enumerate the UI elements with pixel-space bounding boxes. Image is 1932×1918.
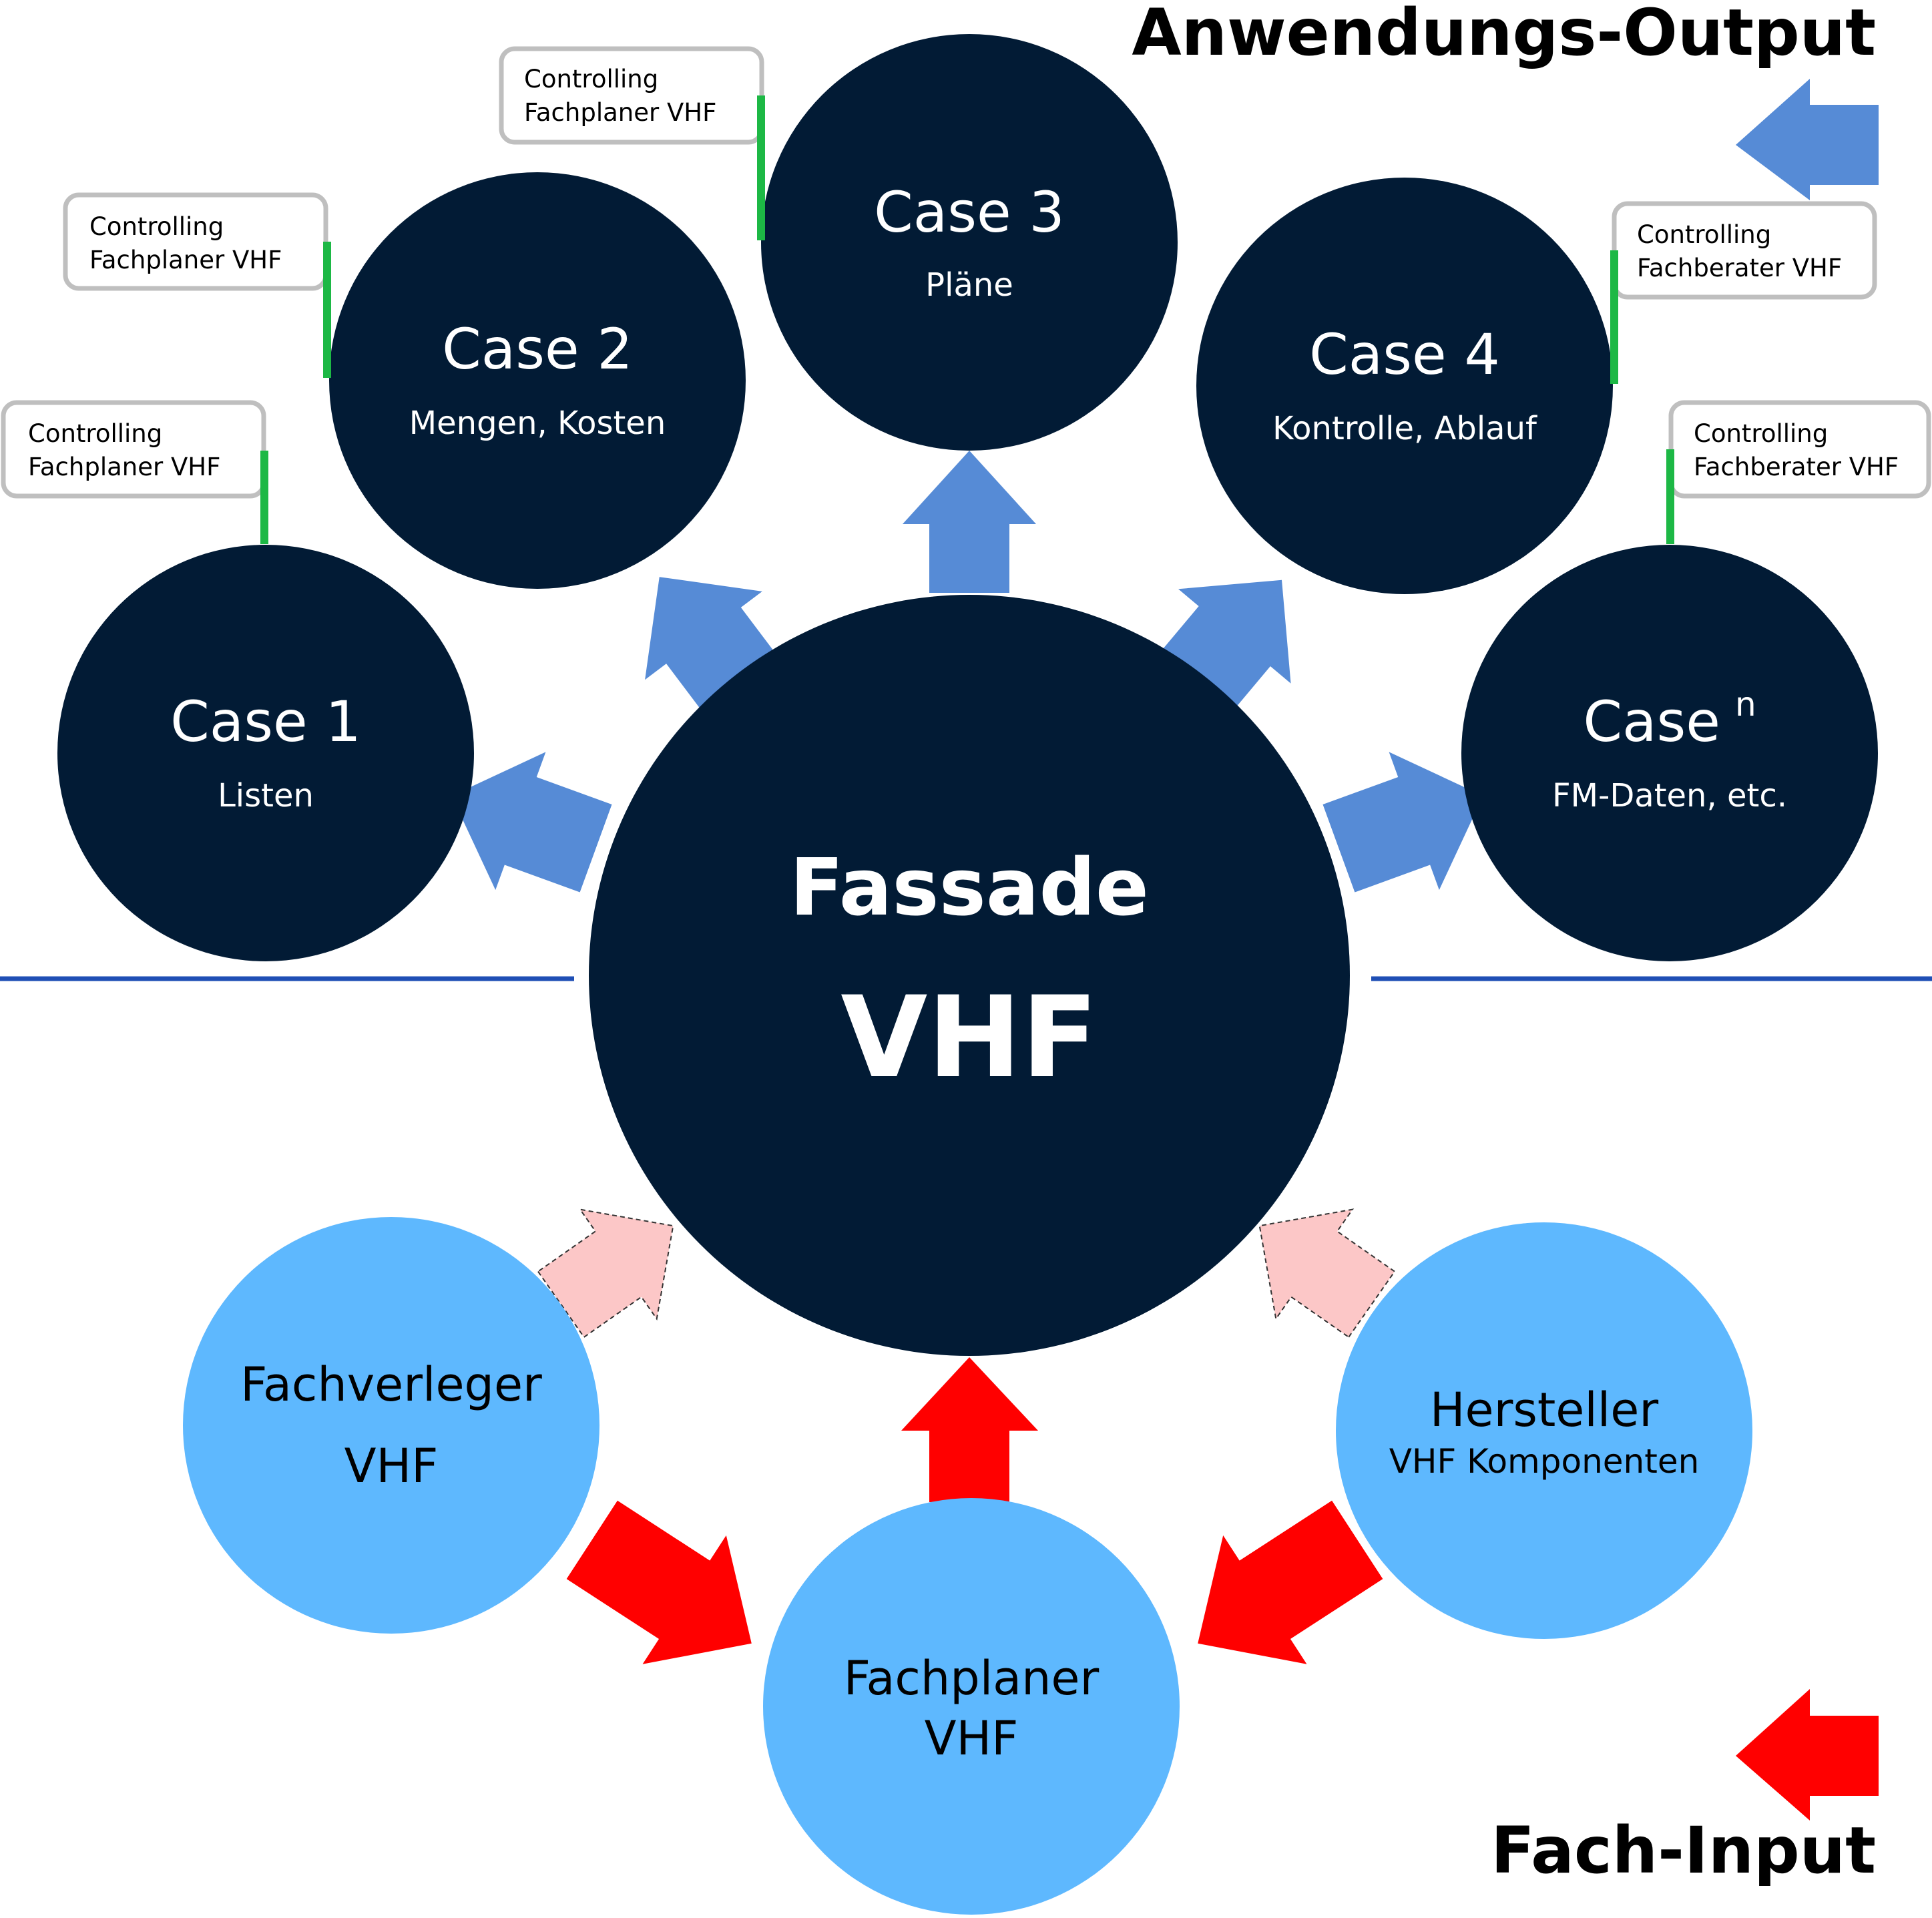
control-boxes: [1, 46, 1931, 499]
pending-arrow-right: [1258, 1208, 1396, 1339]
case3-subtitle: Pläne: [925, 266, 1013, 304]
fachplaner-line2: VHF: [925, 1711, 1019, 1766]
legend-output-arrow: [1736, 79, 1879, 200]
casen-subtitle: FM-Daten, etc.: [1552, 777, 1787, 814]
case2-title: Case 2: [442, 316, 633, 382]
case4-circle: [1196, 178, 1613, 594]
fachverleger-line2: VHF: [344, 1439, 439, 1493]
output-arrows: [451, 451, 1483, 893]
control-casen-line1: Controlling: [1694, 419, 1828, 448]
output-arrow-casen: [1322, 752, 1483, 893]
control-case1-line1: Controlling: [28, 419, 162, 448]
control-lines: [260, 95, 1674, 544]
case3-title: Case 3: [874, 180, 1065, 245]
output-arrow-case3: [903, 451, 1036, 593]
control-box-casen: [1668, 400, 1931, 499]
control-case4-line1: Controlling: [1637, 220, 1771, 249]
control-case3-line1: Controlling: [524, 65, 658, 93]
pending-arrow-left: [537, 1208, 674, 1339]
pending-arrows: [537, 1208, 1396, 1339]
output-arrow-case1: [451, 752, 612, 893]
case4-title: Case 4: [1309, 322, 1500, 387]
center-title-line2: VHF: [840, 972, 1098, 1103]
input-arrow-up: [901, 1357, 1038, 1502]
casen-superscript: n: [1735, 685, 1756, 724]
case-circles: [57, 34, 1878, 1356]
input-arrows: [566, 1357, 1383, 1664]
control-case2-line1: Controlling: [89, 212, 224, 241]
center-title-line1: Fassade: [790, 841, 1149, 933]
fachplaner-circle: [763, 1498, 1180, 1915]
output-title: Anwendungs-Output: [1132, 0, 1876, 70]
casen-title: Case: [1583, 689, 1720, 754]
control-case3-line2: Fachplaner VHF: [524, 98, 716, 127]
fachverleger-circle: [183, 1217, 599, 1634]
control-box-case4: [1612, 201, 1877, 300]
input-arrow-from-hersteller: [1198, 1500, 1383, 1664]
input-circles: [183, 1217, 1752, 1915]
control-casen-line2: Fachberater VHF: [1694, 453, 1899, 481]
input-title: Fach-Input: [1491, 1813, 1876, 1888]
center-circle: [589, 595, 1350, 1356]
case4-subtitle: Kontrolle, Ablauf: [1272, 410, 1537, 447]
case1-subtitle: Listen: [218, 777, 314, 814]
hersteller-line2: VHF Komponenten: [1389, 1442, 1700, 1481]
case3-circle: [761, 34, 1178, 451]
control-case4-line2: Fachberater VHF: [1637, 254, 1842, 282]
case2-circle: [329, 172, 746, 589]
case1-circle: [57, 545, 474, 961]
fachplaner-line1: Fachplaner: [844, 1651, 1100, 1706]
fachverleger-line1: Fachverleger: [240, 1357, 542, 1412]
casen-circle: [1461, 545, 1878, 961]
control-box-case3: [499, 46, 764, 145]
case2-subtitle: Mengen, Kosten: [409, 405, 666, 442]
control-case2-line2: Fachplaner VHF: [89, 246, 282, 274]
legend-input-arrow: [1736, 1689, 1879, 1821]
case1-title: Case 1: [170, 689, 361, 754]
control-box-case1: [1, 400, 266, 499]
hersteller-line1: Hersteller: [1430, 1383, 1658, 1437]
input-arrow-from-fachverleger: [566, 1500, 752, 1664]
control-case1-line2: Fachplaner VHF: [28, 453, 220, 481]
control-box-case2: [63, 192, 328, 291]
hersteller-circle: [1336, 1222, 1752, 1639]
